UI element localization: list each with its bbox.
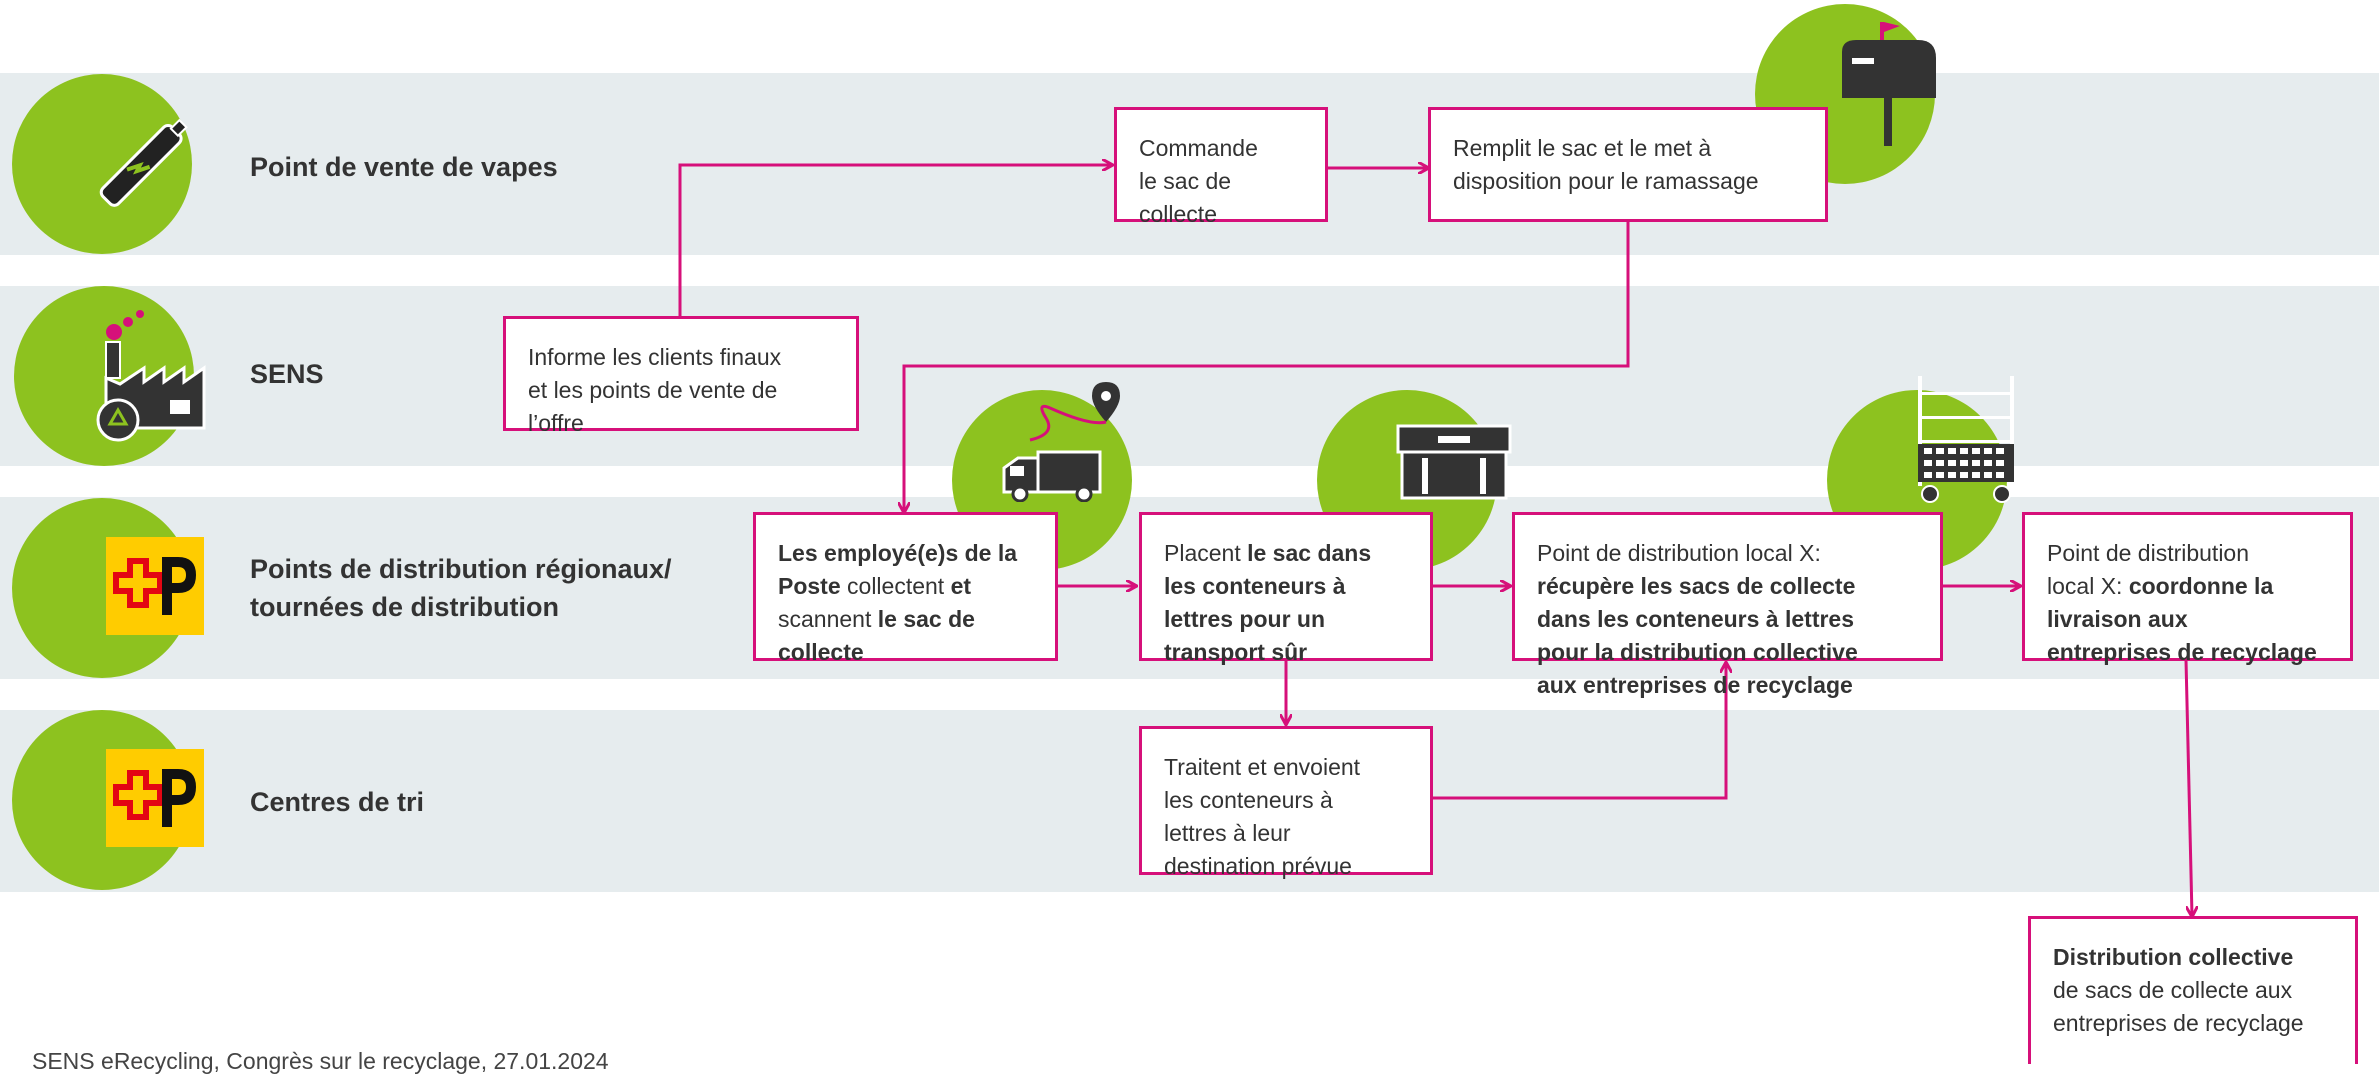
box-employes-bold2: Poste — [778, 573, 841, 599]
box-commande-line3: collecte — [1139, 201, 1217, 227]
box-distribution-text2: de sacs de collecte aux — [2053, 977, 2293, 1003]
lane-label-distribution: Points de distribution régionaux/ tourné… — [250, 550, 672, 626]
box-employes-bold4: collecte — [778, 639, 864, 665]
box-informe-line2: et les points de vente de — [528, 377, 778, 403]
box-coordonne-bold3: livraison aux — [2047, 606, 2188, 632]
box-informe-line3: l’offre — [528, 410, 584, 436]
letter-container-icon — [1396, 424, 1512, 500]
box-coordonne-text1: Point de distribution — [2047, 540, 2250, 566]
box-employes-text3: scannent — [778, 606, 878, 632]
truck-pin-icon — [1002, 382, 1120, 502]
post-logo-icon — [106, 749, 204, 847]
box-recupere: Point de distribution local X: récupère … — [1512, 512, 1943, 698]
box-remplit-line1: Remplit le sac et le met à — [1453, 135, 1712, 161]
box-placent-bold1: le sac dans — [1247, 540, 1372, 566]
arrow-remplit-to-employes — [904, 222, 1630, 512]
box-distribution-bold1: Distribution collective — [2053, 944, 2294, 970]
lane-label-distribution-line1: Points de distribution régionaux/ — [250, 554, 672, 584]
box-distribution-text3: entreprises de recyclage — [2053, 1010, 2304, 1036]
box-remplit: Remplit le sac et le met à disposition p… — [1428, 107, 1828, 222]
box-employes-bold3: le sac de — [877, 606, 975, 632]
box-commande-line1: Commande — [1139, 135, 1258, 161]
box-traitent-line3: lettres à leur — [1164, 820, 1291, 846]
lane-label-tri: Centres de tri — [250, 787, 425, 817]
box-placent-bold4: transport sûr — [1164, 639, 1308, 665]
box-informe-line1: Informe les clients finaux — [528, 344, 782, 370]
box-placent: Placent le sac dans les conteneurs à let… — [1139, 512, 1433, 665]
box-recupere-bold1: récupère les sacs de collecte — [1537, 573, 1856, 599]
box-placent-bold3: lettres pour un — [1164, 606, 1326, 632]
box-coordonne: Point de distribution local X: coordonne… — [2022, 512, 2353, 665]
roll-cart-icon — [1918, 376, 2014, 503]
box-coordonne-bold4: entreprises de recyclage — [2047, 639, 2317, 665]
box-employes-bold2b: et — [950, 573, 972, 599]
box-traitent-line2: les conteneurs à — [1164, 787, 1333, 813]
box-distribution: Distribution collective de sacs de colle… — [2028, 916, 2358, 1064]
box-placent-bold2: les conteneurs à — [1164, 573, 1346, 599]
box-employes-bold1: Les employé(e)s de la — [778, 540, 1018, 566]
arrow-informe-to-commande — [678, 165, 1112, 316]
box-commande-line2: le sac de — [1139, 168, 1232, 194]
footer-credit: SENS eRecycling, Congrès sur le recyclag… — [32, 1048, 609, 1074]
lane-circle-vape — [12, 74, 192, 254]
box-commande: Commande le sac de collecte — [1114, 107, 1328, 227]
box-recupere-text1: Point de distribution local X: — [1537, 540, 1821, 566]
box-coordonne-bold2: coordonne la — [2128, 573, 2274, 599]
lane-label-vape: Point de vente de vapes — [250, 152, 558, 182]
lane-label-distribution-line2: tournées de distribution — [250, 592, 560, 622]
arrow-traitent-to-recupere — [1431, 663, 1726, 800]
mailbox-icon — [1842, 22, 1936, 146]
box-recupere-bold2: dans les conteneurs à lettres — [1537, 606, 1855, 632]
box-informe: Informe les clients finaux et les points… — [503, 316, 859, 436]
box-remplit-line2: disposition pour le ramassage — [1453, 168, 1759, 194]
vape-pen-icon — [99, 118, 188, 207]
box-employes-text2: collectent — [840, 573, 951, 599]
arrow-coordonne-to-distribution — [2184, 659, 2192, 916]
box-traitent-line4: destination prévue — [1164, 853, 1352, 879]
lane-label-sens: SENS — [250, 359, 324, 389]
box-traitent: Traitent et envoient les conteneurs à le… — [1139, 726, 1433, 879]
box-employes: Les employé(e)s de la Poste collectent e… — [753, 512, 1058, 665]
post-logo-icon — [106, 537, 204, 635]
box-recupere-bold3: pour la distribution collective — [1537, 639, 1858, 665]
box-recupere-bold4: aux entreprises de recyclage — [1537, 672, 1853, 698]
box-traitent-line1: Traitent et envoient — [1164, 754, 1361, 780]
box-placent-text1: Placent — [1164, 540, 1248, 566]
factory-recycling-icon — [96, 310, 206, 442]
box-coordonne-text2: local X: — [2047, 573, 2129, 599]
